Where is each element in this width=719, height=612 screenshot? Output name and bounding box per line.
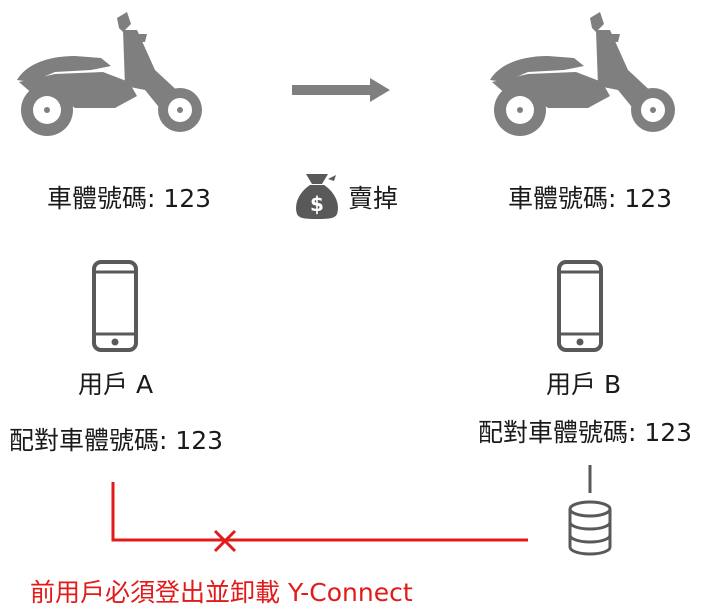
user-b-pair-label: 配對車體號碼: 123 bbox=[478, 418, 693, 447]
money-bag-icon: $ bbox=[292, 171, 342, 219]
right-scooter-icon bbox=[478, 10, 676, 140]
user-b-phone-icon bbox=[557, 260, 603, 352]
cross-mark-icon bbox=[212, 528, 238, 554]
user-b-name: 用戶 B bbox=[546, 370, 622, 399]
user-a-name: 用戶 A bbox=[78, 370, 154, 399]
logout-uninstall-note: 前用戶必須登出並卸載 Y-Connect bbox=[30, 578, 413, 607]
left-vehicle-label: 車體號碼: 123 bbox=[47, 184, 212, 213]
right-vehicle-label: 車體號碼: 123 bbox=[508, 184, 673, 213]
user-a-phone-icon bbox=[92, 260, 138, 352]
database-icon bbox=[566, 500, 614, 556]
right-arrow-icon bbox=[292, 78, 390, 102]
svg-text:$: $ bbox=[310, 192, 324, 216]
user-a-pair-label: 配對車體號碼: 123 bbox=[9, 426, 224, 455]
left-scooter-icon bbox=[5, 10, 203, 140]
sell-label: 賣掉 bbox=[348, 184, 399, 213]
